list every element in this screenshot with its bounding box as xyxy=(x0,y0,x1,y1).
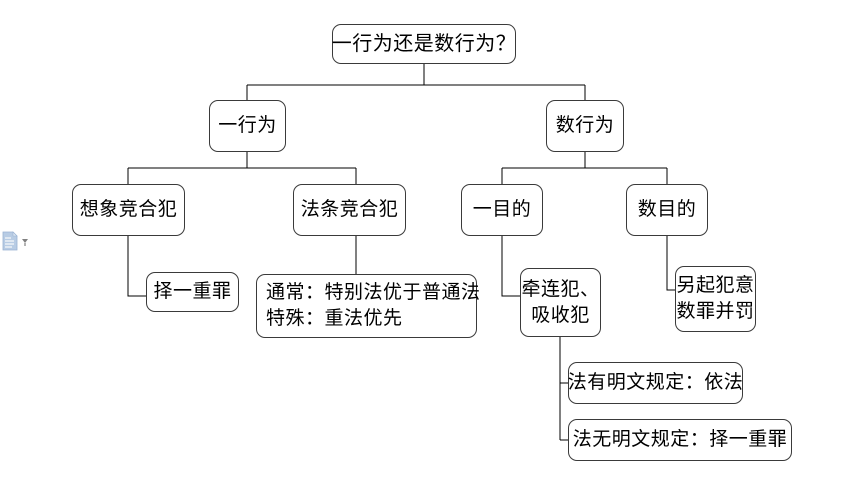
node-choose-heavier-crime[interactable]: 择一重罪 xyxy=(146,272,239,312)
node-no-express-provision[interactable]: 法无明文规定：择一重罪 xyxy=(568,419,792,461)
chevron-down-icon xyxy=(22,239,28,243)
node-statutory-concurrence[interactable]: 法条竞合犯 xyxy=(293,184,406,236)
node-new-intent[interactable]: 另起犯意 数罪并罚 xyxy=(675,266,756,332)
node-conflict-rules[interactable]: 通常：特别法优于普通法 特殊：重法优先 xyxy=(256,274,480,338)
node-multi-act[interactable]: 数行为 xyxy=(546,100,624,152)
paste-options-icon[interactable] xyxy=(2,230,30,252)
node-imaginary-concurrence[interactable]: 想象竞合犯 xyxy=(72,184,185,236)
node-one-act[interactable]: 一行为 xyxy=(209,100,286,152)
node-root[interactable]: 一行为还是数行为？ xyxy=(332,24,516,64)
node-express-provision[interactable]: 法有明文规定：依法 xyxy=(568,362,743,404)
node-one-purpose[interactable]: 一目的 xyxy=(461,184,543,236)
node-multi-purpose[interactable]: 数目的 xyxy=(626,184,708,236)
edge-multipurpose-newintent xyxy=(666,236,675,291)
node-linked-absorbed[interactable]: 牵连犯、 吸收犯 xyxy=(520,268,601,337)
edge-imaginary-choose xyxy=(127,236,146,297)
edge-onepurpose-linked xyxy=(501,236,520,297)
